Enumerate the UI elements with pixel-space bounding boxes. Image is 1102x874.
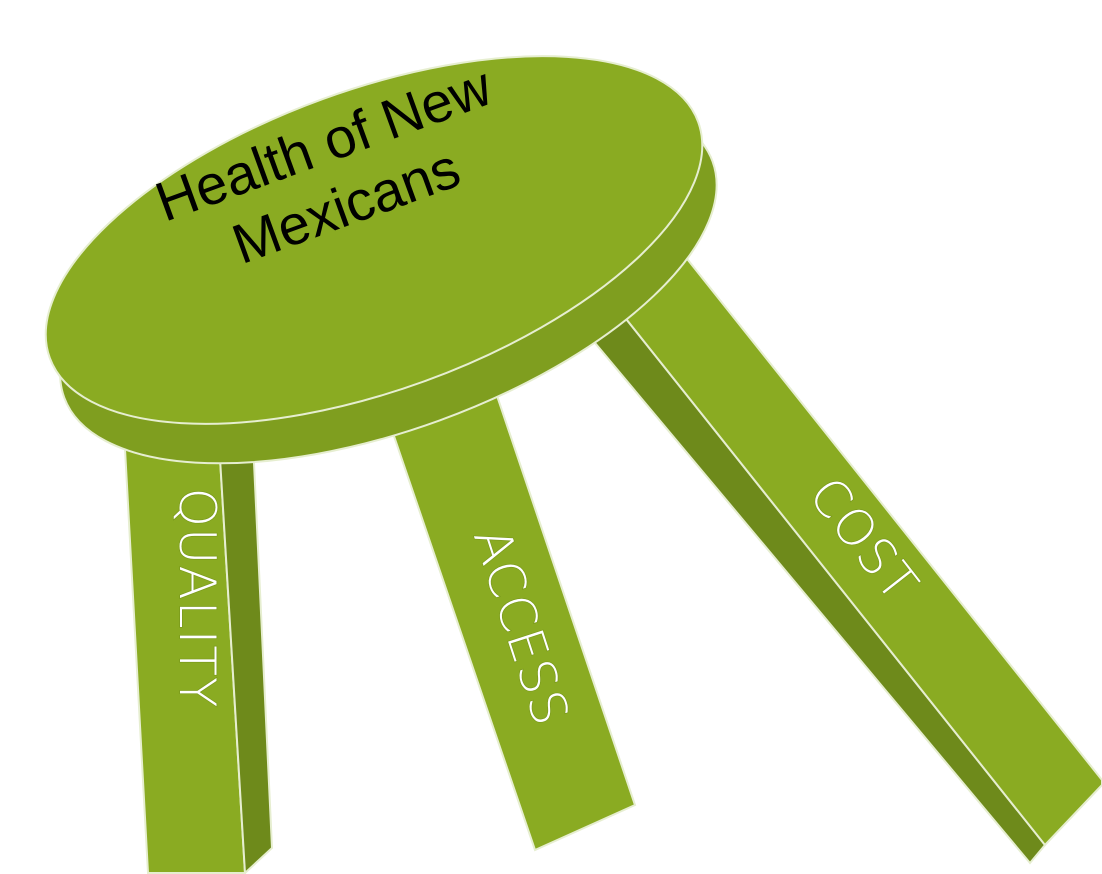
leg-quality-label: QUALITY (168, 488, 226, 709)
leg-cost-side (578, 303, 1047, 865)
leg-cost: COST (578, 248, 1102, 865)
leg-access: ACCESS (378, 373, 637, 852)
leg-quality: QUALITY (121, 410, 274, 874)
stool-seat (44, 55, 718, 465)
seat-top (44, 55, 704, 425)
